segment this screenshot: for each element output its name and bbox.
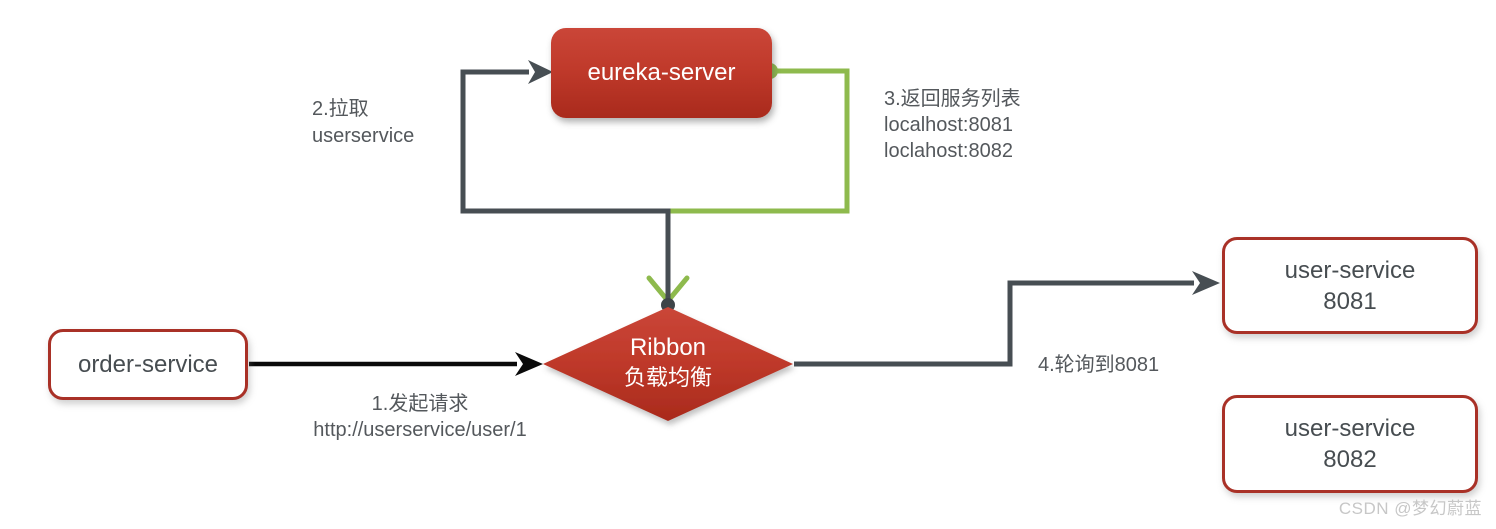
annotation-request-line1: 1.发起请求 (371, 393, 469, 415)
annotation-pull-line2: userservice (312, 125, 415, 147)
user-service-8081-port: 8081 (1323, 287, 1377, 315)
ribbon-subtitle: 负载均衡 (623, 365, 712, 390)
user-service-8081-name: user-service (1284, 256, 1416, 284)
order-service-label: order-service (77, 351, 219, 378)
eureka-server-label: eureka-server (587, 59, 736, 86)
ribbon-diamond-label: Ribbon 负载均衡 (568, 333, 768, 393)
annotation-return-line1: 3.返回服务列表 (884, 88, 1021, 110)
dispatch-arrowhead-icon (1192, 271, 1220, 295)
user-service-8081-node: user-service 8081 (1222, 237, 1478, 334)
pull-userservice-line (460, 69, 671, 304)
user-service-8082-node: user-service 8082 (1222, 395, 1478, 493)
annotation-poll: 4.轮询到8081 (1038, 352, 1159, 379)
csdn-watermark: CSDN @梦幻蔚蓝 (1338, 499, 1482, 518)
request-arrowhead-icon (515, 352, 543, 376)
annotation-request-line2: http://userservice/user/1 (313, 419, 527, 441)
annotation-poll-text: 4.轮询到8081 (1038, 354, 1160, 376)
annotation-request: 1.发起请求 http://userservice/user/1 (270, 391, 570, 443)
user-service-8082-name: user-service (1284, 415, 1416, 442)
ribbon-top-dot-icon (661, 298, 675, 312)
ribbon-title: Ribbon (629, 334, 707, 361)
annotation-return: 3.返回服务列表 localhost:8081 loclahost:8082 (884, 86, 1021, 164)
eureka-server-node: eureka-server (551, 28, 772, 118)
annotation-return-line2: localhost:8081 (884, 114, 1013, 136)
user-service-8082-port: 8082 (1323, 446, 1377, 473)
pull-arrowhead-icon (528, 60, 553, 84)
annotation-return-line3: loclahost:8082 (884, 140, 1013, 162)
order-service-node: order-service (48, 329, 248, 400)
annotation-pull-line1: 2.拉取 (312, 98, 369, 120)
ribbon-diamond (543, 307, 793, 421)
dispatch-line (794, 280, 1194, 367)
annotation-pull: 2.拉取 userservice (312, 96, 414, 150)
